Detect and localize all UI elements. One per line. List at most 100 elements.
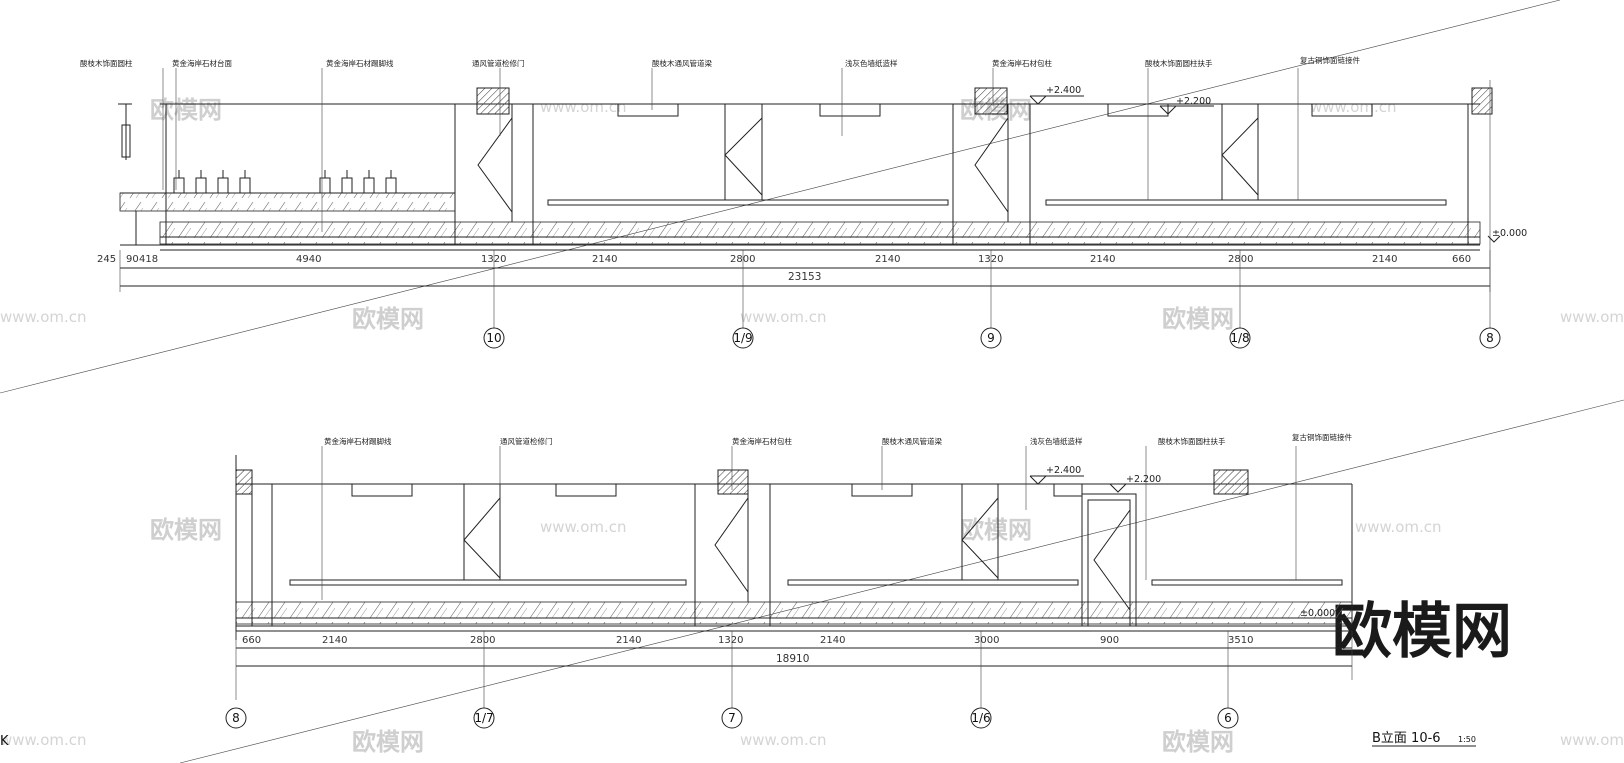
svg-text:通风管道检修门: 通风管道检修门 xyxy=(472,58,525,68)
svg-text:1/6: 1/6 xyxy=(971,711,990,725)
top-columns xyxy=(454,87,1493,245)
svg-text:18910: 18910 xyxy=(776,653,809,665)
top-counter xyxy=(119,192,456,212)
bottom-dimensions: 660 2140 2800 2140 1320 2140 3000 900 35… xyxy=(242,635,1253,665)
svg-text:1320: 1320 xyxy=(718,635,743,646)
drawing-scale: 1:50 xyxy=(1458,735,1476,744)
svg-text:欧模网: 欧模网 xyxy=(960,516,1032,544)
svg-text:欧模网: 欧模网 xyxy=(352,728,424,756)
svg-text:+2.400: +2.400 xyxy=(1046,85,1081,96)
svg-text:www.om.cn: www.om.cn xyxy=(1560,731,1624,749)
svg-text:通风管道检修门: 通风管道检修门 xyxy=(500,436,553,446)
svg-text:+2.200: +2.200 xyxy=(1176,96,1211,107)
svg-text:±0.000: ±0.000 xyxy=(1492,228,1527,239)
svg-text:www.om.cn: www.om.cn xyxy=(740,308,827,326)
svg-text:2140: 2140 xyxy=(616,635,641,646)
svg-text:418: 418 xyxy=(139,254,158,265)
svg-text:245: 245 xyxy=(97,254,116,265)
top-bottles xyxy=(173,170,397,194)
svg-text:23153: 23153 xyxy=(788,271,821,283)
svg-text:黄金海岸石材包柱: 黄金海岸石材包柱 xyxy=(732,436,792,446)
bottom-handrail-3 xyxy=(1151,579,1343,586)
svg-text:欧模网: 欧模网 xyxy=(352,305,424,333)
top-skirting-band xyxy=(159,221,1481,245)
svg-text:浅灰色墙纸造样: 浅灰色墙纸造样 xyxy=(845,58,898,68)
top-handrail-1 xyxy=(547,199,949,206)
svg-text:2140: 2140 xyxy=(820,635,845,646)
svg-text:6: 6 xyxy=(1224,711,1232,725)
svg-text:www.om.cn: www.om.cn xyxy=(0,731,87,749)
brand-watermark: 欧模网 xyxy=(1332,597,1512,667)
top-handrail-2 xyxy=(1045,199,1447,206)
svg-text:2140: 2140 xyxy=(875,254,900,265)
svg-text:欧模网: 欧模网 xyxy=(150,516,222,544)
svg-text:8: 8 xyxy=(232,711,240,725)
svg-text:1/9: 1/9 xyxy=(733,331,752,345)
svg-text:酸枝木饰面圆柱: 酸枝木饰面圆柱 xyxy=(80,58,133,68)
watermarks: 欧模网 www.om.cn 欧模网 www.om.cn www.om.cn 欧模… xyxy=(0,96,1624,756)
svg-text:酸枝木饰面圆柱扶手: 酸枝木饰面圆柱扶手 xyxy=(1145,58,1213,68)
svg-text:www.om.cn: www.om.cn xyxy=(1310,98,1397,116)
svg-text:复古铜饰面链接件: 复古铜饰面链接件 xyxy=(1292,432,1352,442)
svg-text:2800: 2800 xyxy=(470,635,495,646)
svg-text:www.om.cn: www.om.cn xyxy=(1560,308,1624,326)
svg-text:+2.400: +2.400 xyxy=(1046,465,1081,476)
svg-text:10: 10 xyxy=(486,331,501,345)
svg-text:www.om.cn: www.om.cn xyxy=(740,731,827,749)
bottom-handrail-2 xyxy=(787,579,1079,586)
svg-text:酸枝木通风管道梁: 酸枝木通风管道梁 xyxy=(652,58,712,68)
top-dimensions: 245 90 418 4940 1320 2140 2800 2140 1320… xyxy=(97,254,1471,283)
svg-text:7: 7 xyxy=(728,711,736,725)
svg-text:4940: 4940 xyxy=(296,254,321,265)
svg-text:欧模网: 欧模网 xyxy=(150,96,222,124)
svg-text:660: 660 xyxy=(1452,254,1471,265)
diagonal-line-1 xyxy=(0,0,1561,394)
svg-text:www.om.cn: www.om.cn xyxy=(0,308,87,326)
svg-text:3000: 3000 xyxy=(974,635,999,646)
svg-text:±0.000: ±0.000 xyxy=(1300,608,1335,619)
svg-text:酸枝木饰面圆柱扶手: 酸枝木饰面圆柱扶手 xyxy=(1158,436,1226,446)
top-annotations: 酸枝木饰面圆柱 黄金海岸石材台面 黄金海岸石材踢脚线 通风管道检修门 酸枝木通风… xyxy=(80,55,1360,68)
svg-text:2800: 2800 xyxy=(1228,254,1253,265)
svg-text:欧模网: 欧模网 xyxy=(1162,728,1234,756)
svg-text:www.om.cn: www.om.cn xyxy=(1355,518,1442,536)
svg-text:酸枝木通风管道梁: 酸枝木通风管道梁 xyxy=(882,436,942,446)
svg-text:复古铜饰面链接件: 复古铜饰面链接件 xyxy=(1300,55,1360,65)
bottom-elevation xyxy=(235,446,1353,708)
svg-text:黄金海岸石材踢脚线: 黄金海岸石材踢脚线 xyxy=(324,436,392,446)
svg-text:www.om.cn: www.om.cn xyxy=(540,98,627,116)
bottom-levels: +2.400 +2.200 ±0.000 xyxy=(1046,465,1335,619)
svg-text:2140: 2140 xyxy=(592,254,617,265)
svg-text:+2.200: +2.200 xyxy=(1126,474,1161,485)
bottom-annotations: 黄金海岸石材踢脚线 通风管道检修门 黄金海岸石材包柱 酸枝木通风管道梁 浅灰色墙… xyxy=(324,432,1352,446)
svg-text:1/8: 1/8 xyxy=(1230,331,1249,345)
svg-text:8: 8 xyxy=(1486,331,1494,345)
svg-text:黄金海岸石材包柱: 黄金海岸石材包柱 xyxy=(992,58,1052,68)
top-elevation xyxy=(118,68,1501,328)
diagonal-line-2 xyxy=(179,399,1624,763)
svg-text:1/7: 1/7 xyxy=(474,711,493,725)
svg-text:2800: 2800 xyxy=(730,254,755,265)
svg-text:www.om.cn: www.om.cn xyxy=(540,518,627,536)
svg-text:黄金海岸石材踢脚线: 黄金海岸石材踢脚线 xyxy=(326,58,394,68)
bottom-handrail-1 xyxy=(289,579,687,586)
svg-text:900: 900 xyxy=(1100,635,1119,646)
svg-text:2140: 2140 xyxy=(1372,254,1397,265)
bottom-axis-bubbles: 8 1/7 7 1/6 6 xyxy=(225,707,1239,729)
svg-text:9: 9 xyxy=(987,331,995,345)
bottom-skirting-band xyxy=(235,601,1353,625)
svg-text:90: 90 xyxy=(126,254,139,265)
svg-text:浅灰色墙纸造样: 浅灰色墙纸造样 xyxy=(1030,436,1083,446)
top-levels: +2.400 +2.200 ±0.000 xyxy=(1046,85,1527,239)
svg-text:2140: 2140 xyxy=(1090,254,1115,265)
side-mark: K xyxy=(0,734,9,749)
svg-text:1320: 1320 xyxy=(978,254,1003,265)
svg-text:黄金海岸石材台面: 黄金海岸石材台面 xyxy=(172,58,232,68)
drawing-title: B立面 10-6 xyxy=(1372,731,1441,746)
svg-text:1320: 1320 xyxy=(481,254,506,265)
svg-text:3510: 3510 xyxy=(1228,635,1253,646)
svg-text:660: 660 xyxy=(242,635,261,646)
svg-text:欧模网: 欧模网 xyxy=(1162,305,1234,333)
svg-text:2140: 2140 xyxy=(322,635,347,646)
